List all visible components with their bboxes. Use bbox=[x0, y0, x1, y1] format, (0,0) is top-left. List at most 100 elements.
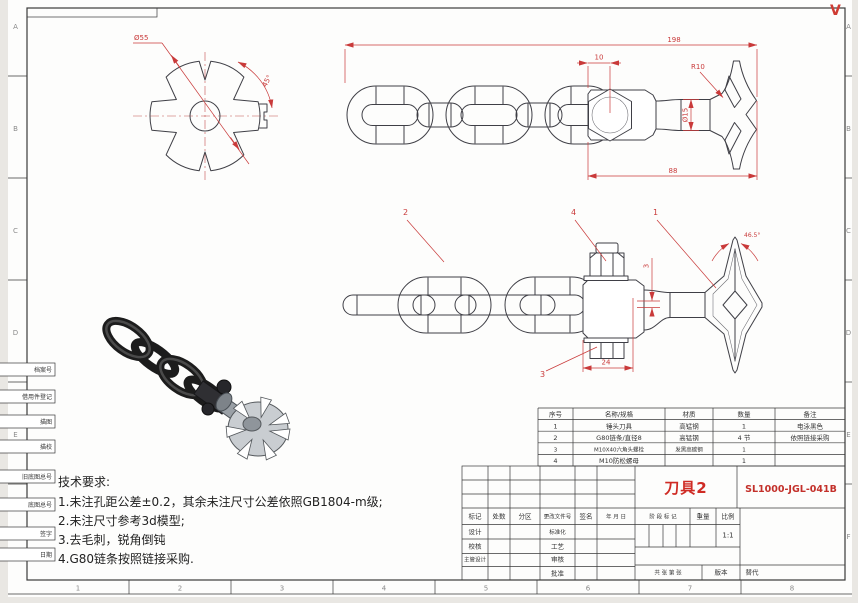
col-qty: 数量 bbox=[738, 409, 752, 418]
drawing-number: SL1000-JGL-041B bbox=[745, 484, 837, 495]
cell-name: G80链条/直径8 bbox=[596, 433, 642, 442]
zone-letter: D bbox=[13, 329, 18, 337]
cell-note: 电泳黑色 bbox=[797, 421, 824, 430]
parts-table-row: 3 M10X40六角头螺栓 发黑高碳钢 1 bbox=[554, 446, 746, 454]
balloon-3: 3 bbox=[540, 370, 545, 379]
cell-qty: 4 节 bbox=[738, 434, 751, 442]
dim-24-label: 24 bbox=[602, 359, 611, 367]
zone-letter: A bbox=[13, 23, 18, 31]
cell-qty: 1 bbox=[742, 448, 746, 454]
parts-table-row: 1 锤头刀具 高锰钢 1 电泳黑色 bbox=[553, 421, 823, 430]
dim-198-label: 198 bbox=[667, 36, 680, 44]
zone-number: 6 bbox=[586, 585, 591, 593]
cell-name: M10X40六角头螺栓 bbox=[594, 446, 645, 454]
label-date: 年 月 日 bbox=[606, 513, 626, 521]
parts-table: 序号 名称/规格 材质 数量 备注 1 锤头刀具 高锰钢 1 电泳黑色 2 G8… bbox=[537, 407, 846, 467]
margin-label: 旧底图总号 bbox=[22, 473, 52, 481]
zone-number: 7 bbox=[688, 585, 692, 593]
col-note: 备注 bbox=[804, 409, 818, 418]
zone-letter: C bbox=[13, 227, 18, 235]
tech-req-line-1: 1.未注孔距公差±0.2，其余未注尺寸公差依照GB1804-m级; bbox=[58, 494, 383, 509]
zone-number: 3 bbox=[280, 585, 284, 593]
hammer-head-side bbox=[709, 60, 757, 170]
label-sign: 签名 bbox=[580, 512, 593, 521]
cell-name: 锤头刀具 bbox=[606, 421, 633, 430]
cell-note: 依照链接采购 bbox=[791, 433, 831, 442]
margin-label: 日期 bbox=[40, 551, 52, 559]
clevis-body-side bbox=[582, 279, 645, 339]
label-version: 版本 bbox=[715, 568, 729, 577]
label-mark: 标记 bbox=[469, 512, 483, 521]
dim-diameter: Ø55 bbox=[133, 34, 250, 165]
zone-numbers-bottom: 1 2 3 4 5 6 7 8 bbox=[76, 585, 794, 593]
margin-label: 签字 bbox=[40, 530, 52, 538]
margin-label: 描校 bbox=[40, 443, 52, 451]
dim-offset-10: 10 bbox=[577, 54, 621, 113]
cell-no: 2 bbox=[553, 434, 557, 442]
centerlines bbox=[133, 52, 278, 182]
label-review: 审核 bbox=[551, 555, 565, 564]
label-replace: 替代 bbox=[746, 568, 760, 577]
dim-head-88: 88 bbox=[587, 101, 758, 180]
margin-label: 借用件登记 bbox=[22, 393, 52, 401]
hex-bolt-head bbox=[588, 88, 632, 142]
zone-letter: D bbox=[846, 329, 851, 337]
lock-nut bbox=[583, 242, 629, 281]
zone-ticks bbox=[8, 75, 852, 594]
dim-3-label: 3 bbox=[643, 264, 651, 268]
label-change-doc: 更改文件号 bbox=[544, 513, 572, 521]
cell-name: M10防松螺母 bbox=[599, 456, 639, 465]
title-block-labels: 标记 处数 分区 更改文件号 签名 年 月 日 设计 标准化 校核 工艺 主管设… bbox=[464, 512, 759, 578]
iso-flower-head bbox=[225, 396, 291, 461]
balloon-leaders: 2 4 1 3 bbox=[403, 208, 717, 379]
tech-req-line-3: 3.去毛刺，锐角倒钝 bbox=[58, 533, 165, 547]
label-zone: 分区 bbox=[519, 512, 533, 521]
zone-letter: C bbox=[846, 227, 851, 235]
cell-no: 1 bbox=[553, 422, 557, 430]
margin-block-cells bbox=[0, 362, 56, 562]
hammer-head-front bbox=[704, 236, 763, 374]
side-view-assembly: 2 4 1 3 24 3 46.5° bbox=[342, 208, 763, 379]
dim-gap-3: 3 bbox=[637, 258, 660, 317]
dim-fillet-r10: R10 bbox=[691, 63, 724, 98]
zone-letter: B bbox=[13, 125, 18, 133]
scale-value: 1:1 bbox=[722, 532, 733, 540]
col-name: 名称/规格 bbox=[605, 409, 634, 418]
technical-requirements: 技术要求: 1.未注孔距公差±0.2，其余未注尺寸公差依照GB1804-m级; … bbox=[58, 475, 383, 566]
parts-table-row: 2 G80链条/直径8 高锰钢 4 节 依照链接采购 bbox=[553, 433, 830, 442]
cell-qty: 1 bbox=[742, 457, 746, 465]
hex-bolt-bottom bbox=[583, 337, 629, 359]
margin-blocks: 档案号 借用件登记 描图 描校 旧底图总号 底图总号 签字 日期 bbox=[0, 362, 56, 562]
balloon-1: 1 bbox=[653, 208, 658, 217]
dim-dia15-label: Ø15 bbox=[682, 108, 690, 122]
zone-letter: F bbox=[846, 533, 850, 541]
zone-number: 1 bbox=[76, 585, 80, 593]
zone-letter: E bbox=[846, 431, 850, 439]
zone-number: 4 bbox=[382, 585, 387, 593]
cell-qty: 1 bbox=[742, 422, 746, 430]
label-scale: 比例 bbox=[722, 512, 735, 521]
top-view-assembly: 198 10 R10 Ø15 88 bbox=[344, 36, 758, 180]
label-approve: 批准 bbox=[551, 569, 565, 578]
dim-shaft-dia-15: Ø15 bbox=[682, 99, 699, 131]
zone-letter: A bbox=[846, 23, 851, 31]
center-hole bbox=[189, 100, 221, 132]
margin-label: 档案号 bbox=[34, 366, 52, 374]
dim-10-label: 10 bbox=[595, 54, 604, 62]
zone-letter: B bbox=[846, 125, 851, 133]
revision-v-mark: V bbox=[830, 3, 841, 19]
balloon-2: 2 bbox=[403, 208, 408, 217]
dim-88-label: 88 bbox=[669, 167, 678, 175]
margin-label: 描图 bbox=[40, 418, 52, 426]
margin-label: 底图总号 bbox=[28, 501, 52, 509]
zone-letters-right: A B C D E F bbox=[846, 23, 851, 541]
cell-no: 4 bbox=[553, 457, 557, 465]
chain-links-side bbox=[342, 276, 601, 334]
iso-3d-view bbox=[102, 316, 291, 461]
dim-dia-label: Ø55 bbox=[134, 34, 148, 42]
part-name: 刀具2 bbox=[664, 479, 707, 497]
dim-width-24: 24 bbox=[582, 298, 634, 372]
label-stage-mark: 阶 段 标 记 bbox=[649, 513, 677, 521]
